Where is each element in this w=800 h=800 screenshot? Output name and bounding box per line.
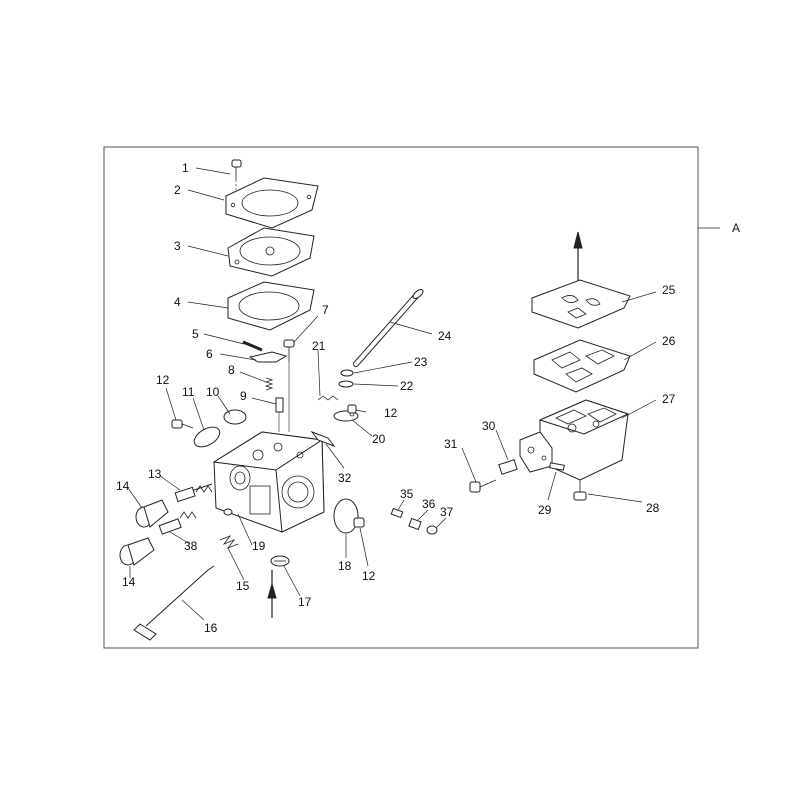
part-31-screw	[469, 479, 497, 493]
part-17-screen	[267, 555, 290, 618]
callout-25: 25	[662, 283, 676, 297]
callout-23: 23	[414, 355, 428, 369]
part-4-gasket	[227, 281, 315, 331]
part-30-fitting	[498, 459, 518, 475]
callout-5: 5	[192, 327, 199, 341]
part-12-screw-upper	[347, 404, 357, 414]
callout-2: 2	[174, 183, 181, 197]
part-28-screw	[573, 480, 587, 501]
flow-arrow-up	[573, 231, 583, 282]
part-14-cap-upper	[135, 499, 169, 528]
part-27-pump-body	[519, 399, 630, 481]
part-12-screw-right	[353, 517, 365, 528]
frame-label: A	[732, 221, 740, 235]
part-1-screw	[231, 159, 242, 200]
callout-32: 32	[338, 471, 352, 485]
part-8-spring	[264, 377, 274, 391]
callout-14a: 14	[116, 479, 130, 493]
part-24-shaft	[353, 289, 424, 367]
callout-21: 21	[312, 339, 326, 353]
callout-35: 35	[400, 487, 414, 501]
callout-14b: 14	[122, 575, 136, 589]
callout-30: 30	[482, 419, 496, 433]
part-11-disc	[193, 426, 221, 448]
callout-4: 4	[174, 295, 181, 309]
part-14-cap-lower	[119, 537, 155, 566]
part-2-cover	[225, 177, 319, 229]
diagram-frame	[103, 146, 699, 649]
callout-31: 31	[444, 437, 458, 451]
callout-leaders	[127, 167, 657, 621]
part-36-plug	[408, 517, 422, 531]
callout-13: 13	[148, 467, 162, 481]
callout-16: 16	[204, 621, 218, 635]
part-37-ring	[426, 525, 438, 535]
part-13-adjust-screw	[174, 483, 213, 503]
part-18-plate	[333, 498, 359, 534]
callout-38: 38	[184, 539, 198, 553]
callout-22: 22	[400, 379, 414, 393]
part-22-clip	[338, 380, 354, 388]
part-38-adjust-screw	[158, 511, 197, 535]
callout-11: 11	[182, 385, 195, 399]
callout-7: 7	[322, 303, 329, 317]
callout-29: 29	[538, 503, 552, 517]
part-9-needle	[275, 397, 284, 432]
callout-10: 10	[206, 385, 220, 399]
callout-36: 36	[422, 497, 436, 511]
callout-6: 6	[206, 347, 213, 361]
part-23-ring	[340, 369, 354, 377]
callout-18: 18	[338, 559, 352, 573]
part-6-lever	[248, 351, 288, 363]
callout-8: 8	[228, 363, 235, 377]
callout-12c: 12	[362, 569, 376, 583]
callout-15: 15	[236, 579, 250, 593]
callout-20: 20	[372, 432, 386, 446]
part-21-spring	[317, 395, 339, 401]
callout-3: 3	[174, 239, 181, 253]
callout-1: 1	[182, 161, 189, 175]
part-25-gasket	[531, 279, 631, 329]
callout-12a: 12	[156, 373, 170, 387]
part-26-diaphragm	[533, 339, 631, 393]
part-12-screw-left	[171, 419, 194, 429]
callout-9: 9	[240, 389, 247, 403]
part-5-pin	[242, 340, 263, 352]
callout-28: 28	[646, 501, 660, 515]
part-29-pin	[549, 462, 565, 471]
part-3-diaphragm	[227, 227, 315, 277]
callout-17: 17	[298, 595, 312, 609]
part-10-cap	[223, 409, 247, 425]
part-19-spacer	[223, 508, 233, 516]
callout-12b: 12	[384, 406, 398, 420]
part-35-pin	[390, 507, 404, 519]
callout-19: 19	[252, 539, 266, 553]
part-32-plate	[310, 430, 336, 448]
carburetor-body	[212, 431, 325, 533]
callout-37: 37	[440, 505, 454, 519]
part-7-screw	[283, 339, 295, 432]
callout-27: 27	[662, 392, 676, 406]
part-16-shaft	[133, 565, 215, 641]
part-15-spring	[219, 535, 239, 549]
callout-24: 24	[438, 329, 452, 343]
callout-26: 26	[662, 334, 676, 348]
callout-numbers: 1 2 3 4 5 6 7 8 9 10 11 12 13 14 38 14 1…	[116, 161, 676, 635]
